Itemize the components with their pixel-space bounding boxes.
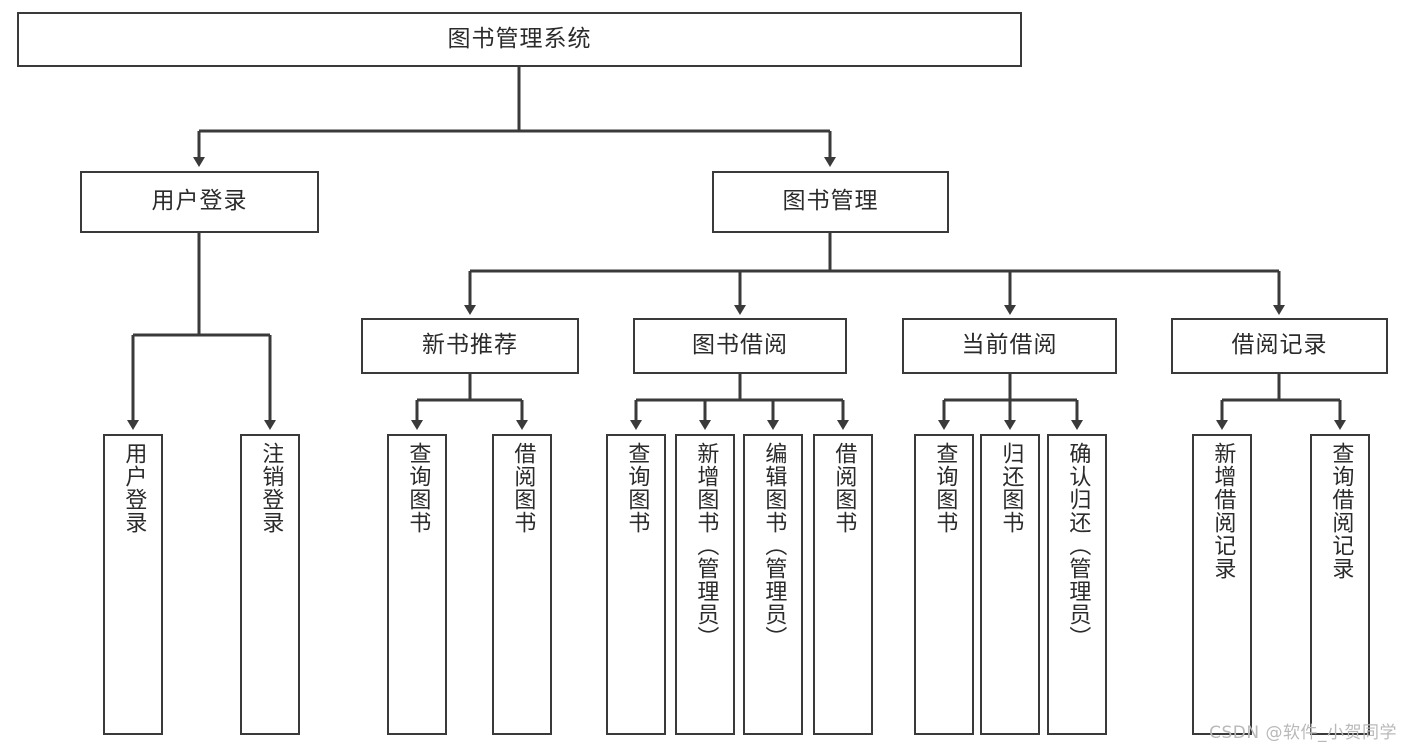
node-label: 借阅记录 <box>1231 332 1328 359</box>
node-label: 图书借阅 <box>692 332 788 359</box>
node-borrow-record[interactable]: 借阅记录 <box>1171 318 1388 374</box>
leaf-query-borrow-record[interactable]: 查询借阅记录 <box>1310 434 1370 735</box>
node-label: 查询图书 <box>624 442 650 534</box>
leaf-return-book[interactable]: 归还图书 <box>980 434 1040 735</box>
leaf-confirm-return-admin[interactable]: 确认归还（管理员） <box>1047 434 1107 735</box>
leaf-borrow-book[interactable]: 借阅图书 <box>813 434 873 735</box>
leaf-user-logout[interactable]: 注销登录 <box>240 434 300 735</box>
node-label: 新书推荐 <box>422 332 518 359</box>
node-label: 用户登录 <box>151 188 248 215</box>
node-new-book-recommend[interactable]: 新书推荐 <box>361 318 579 374</box>
leaf-add-book-admin[interactable]: 新增图书（管理员） <box>675 434 735 735</box>
node-label: 借阅图书 <box>831 442 857 534</box>
node-label: 编辑图书（管理员） <box>761 442 787 649</box>
node-current-borrow[interactable]: 当前借阅 <box>902 318 1117 374</box>
node-label: 借阅图书 <box>510 442 536 534</box>
node-label: 确认归还（管理员） <box>1065 442 1091 649</box>
node-label: 注销登录 <box>258 442 284 534</box>
leaf-query-book-borrow[interactable]: 查询图书 <box>606 434 666 735</box>
node-label: 归还图书 <box>998 442 1024 534</box>
leaf-borrow-book-recommend[interactable]: 借阅图书 <box>492 434 552 735</box>
node-label: 查询图书 <box>932 442 958 534</box>
leaf-user-login[interactable]: 用户登录 <box>103 434 163 735</box>
node-label: 查询图书 <box>405 442 431 534</box>
node-label: 用户登录 <box>121 442 147 534</box>
leaf-query-book-current[interactable]: 查询图书 <box>914 434 974 735</box>
node-label: 当前借阅 <box>961 332 1058 359</box>
node-label: 新增借阅记录 <box>1210 442 1236 580</box>
node-book-management[interactable]: 图书管理 <box>712 171 949 233</box>
watermark-text: CSDN @软件_小贺同学 <box>1209 723 1397 743</box>
node-label: 新增图书（管理员） <box>693 442 719 649</box>
node-root-book-management-system[interactable]: 图书管理系统 <box>17 12 1022 67</box>
node-label: 查询借阅记录 <box>1328 442 1354 580</box>
node-label: 图书管理系统 <box>447 25 592 52</box>
leaf-edit-book-admin[interactable]: 编辑图书（管理员） <box>743 434 803 735</box>
node-label: 图书管理 <box>782 188 879 215</box>
node-book-borrow[interactable]: 图书借阅 <box>633 318 847 374</box>
node-user-login[interactable]: 用户登录 <box>80 171 319 233</box>
leaf-query-book-recommend[interactable]: 查询图书 <box>387 434 447 735</box>
leaf-add-borrow-record[interactable]: 新增借阅记录 <box>1192 434 1252 735</box>
